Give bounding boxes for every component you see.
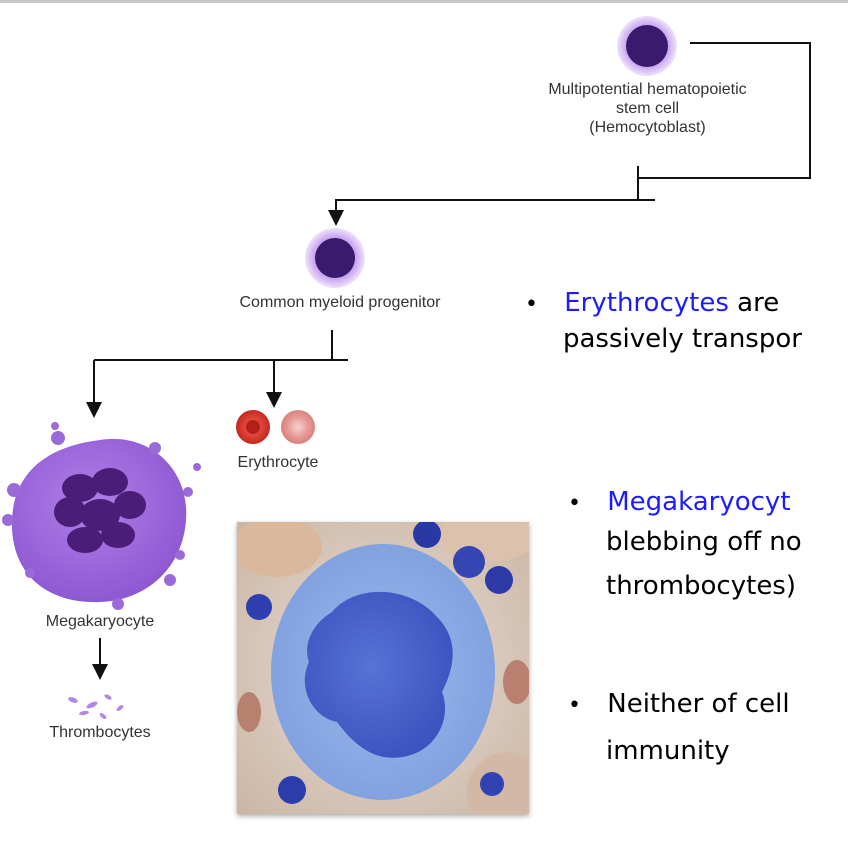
bullet-dot: • xyxy=(568,693,581,718)
bullet-neither: • Neither of cell xyxy=(568,689,790,719)
megakaryocyte-label: Megakaryocyte xyxy=(45,613,155,630)
stem-cell-label: Multipotential hematopoietic stem cell (… xyxy=(548,81,747,136)
erythrocyte-label: Erythrocyte xyxy=(237,454,319,471)
bullet-erythrocytes-line2: passively transpor xyxy=(563,324,802,354)
top-border xyxy=(0,0,848,3)
bullet-megakaryocytes-line3: thrombocytes) xyxy=(606,571,796,601)
megakaryocyte-micrograph xyxy=(237,522,529,814)
bullet-megakaryocytes: • Megakaryocyt xyxy=(568,487,791,517)
bullet-dot: • xyxy=(525,292,538,317)
stem-cell-icon xyxy=(617,16,677,76)
bullet-dot: • xyxy=(568,491,581,516)
thrombocytes-icon xyxy=(68,694,124,719)
bullet-megakaryocytes-line2: blebbing off no xyxy=(606,527,802,557)
connector-lines xyxy=(86,42,811,680)
erythrocyte-icon xyxy=(236,410,315,444)
myeloid-progenitor-icon xyxy=(305,228,365,288)
bullet-erythrocytes: • Erythrocytes are xyxy=(525,288,780,318)
myeloid-label: Common myeloid progenitor xyxy=(239,294,441,311)
bullet-neither-line2: immunity xyxy=(606,736,730,766)
thrombocytes-label: Thrombocytes xyxy=(49,724,151,741)
megakaryocyte-icon xyxy=(2,422,201,610)
